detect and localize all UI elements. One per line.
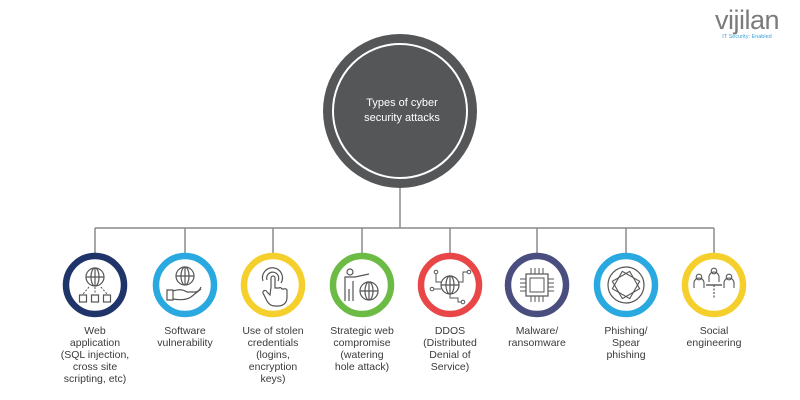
category-node — [152, 252, 218, 318]
category-node — [329, 252, 395, 318]
category-ring — [240, 252, 306, 318]
globe-hand-icon — [166, 266, 202, 301]
category-node — [593, 252, 659, 318]
globe-network-icon — [78, 267, 112, 303]
touch-hand-icon — [261, 267, 288, 307]
category-label: Software vulnerability — [157, 325, 213, 349]
category-label: Strategic web compromise (watering hole … — [330, 325, 394, 373]
category-label: Use of stolen credentials (logins, encry… — [242, 325, 304, 385]
logo-tagline: IT Security: Enabled — [722, 34, 772, 40]
center-inner-ring — [332, 43, 468, 179]
rotating-squares-icon — [607, 266, 645, 304]
category-node — [681, 252, 747, 318]
category-label: Social engineering — [686, 325, 742, 349]
meeting-people-icon — [693, 267, 735, 298]
logo-wordmark: vijilan — [714, 5, 780, 35]
category-ring — [504, 252, 570, 318]
center-circle — [323, 34, 477, 188]
chip-icon — [520, 268, 554, 302]
category-label: DDOS (Distributed Denial of Service) — [423, 325, 477, 373]
category-label: Malware/ ransomware — [508, 325, 566, 349]
category-node — [240, 252, 306, 318]
category-label: Phishing/ Spear phishing — [604, 325, 648, 361]
category-ring — [593, 252, 659, 318]
category-node — [62, 252, 128, 318]
category-node — [504, 252, 570, 318]
category-node — [417, 252, 483, 318]
presenter-globe-icon — [344, 268, 379, 301]
center-title: Types of cyber security attacks — [364, 97, 440, 124]
category-label: Web application (SQL injection, cross si… — [60, 325, 130, 385]
vijilan-logo: vijilan IT Security: Enabled — [697, 6, 797, 41]
globe-circuit-icon — [429, 269, 472, 305]
